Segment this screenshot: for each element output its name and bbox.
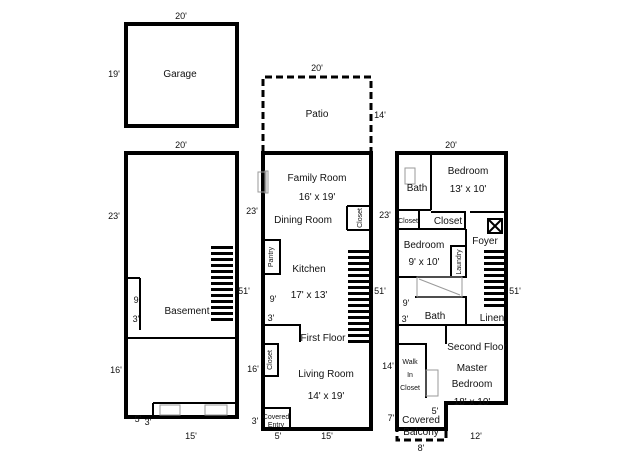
walk-in-closet-line3: Closet xyxy=(400,385,420,392)
bath-lower-bottom xyxy=(397,324,447,344)
bath-upper-label: Bath xyxy=(407,183,428,194)
fireplace-fixture xyxy=(257,171,267,193)
bath-lower-fixture-line xyxy=(418,278,461,296)
living-room-label: Living Room xyxy=(298,369,354,380)
closet-label: Closet xyxy=(434,216,463,227)
first-floor-left-dim-top: 23' xyxy=(246,206,258,216)
basement-label: Basement xyxy=(164,306,209,317)
basement-stairs xyxy=(211,246,233,321)
garage-width-dim: 20' xyxy=(175,11,187,21)
basement-bottom-dim-small-b: 3' xyxy=(145,417,152,427)
second-floor: Bath Bedroom 13' x 10' Closet Closet Foy… xyxy=(379,140,521,453)
basement-left-dim-bottom: 16' xyxy=(110,365,122,375)
second-floor-left-dim-balcony: 7' xyxy=(388,413,395,423)
closet-lower-box xyxy=(262,343,279,377)
linen-label: Linen xyxy=(480,313,504,324)
patio-depth-dim: 14' xyxy=(374,110,386,120)
bedroom-1-label: Bedroom xyxy=(448,166,489,177)
living-room-size: 14' x 19' xyxy=(308,391,345,402)
pantry-label: Pantry xyxy=(268,246,275,267)
basement-left-dim-top: 23' xyxy=(108,211,120,221)
first-floor-right-dim: 51' xyxy=(374,286,386,296)
basement-bottom-dim-small-a: 5' xyxy=(135,414,142,424)
bath-lower-label: Bath xyxy=(425,311,446,322)
first-floor-bottom-dim: 15' xyxy=(321,431,333,441)
master-bedroom-size: 18' x 10' xyxy=(454,397,491,408)
dining-room-label: Dining Room xyxy=(274,215,332,226)
pantry-box xyxy=(262,239,281,275)
second-floor-left-dim-small: 3' xyxy=(402,314,409,324)
covered-balcony-line2: Balcony xyxy=(403,427,439,438)
walk-in-closet-line2: In xyxy=(407,372,413,379)
first-floor-hall-wall xyxy=(263,324,301,342)
second-floor-stairs xyxy=(484,250,504,307)
second-floor-bottom-dim-small: 8' xyxy=(418,443,425,453)
kitchen-label: Kitchen xyxy=(292,264,325,275)
basement-walls xyxy=(124,151,239,419)
garage-depth-dim: 19' xyxy=(108,69,120,79)
basement: Basement 20' 23' 16' 51' 9' 3' 5' 3' 15' xyxy=(108,140,250,441)
first-floor-left-dim-mid: 9' xyxy=(270,294,277,304)
second-floor-left-dim-mid: 9' xyxy=(403,298,410,308)
closet-small-label: Closet xyxy=(398,218,418,225)
foyer-label: Foyer xyxy=(472,236,498,247)
basement-fixture-b xyxy=(204,404,228,416)
first-floor-left-dim-small: 3' xyxy=(268,313,275,323)
family-room-label: Family Room xyxy=(288,173,347,184)
basement-inner-dim-a: 9' xyxy=(134,295,141,305)
second-floor-left-dim-top: 23' xyxy=(379,210,391,220)
first-floor-left-dim-bottom: 16' xyxy=(247,364,259,374)
basement-fixture-a xyxy=(159,404,181,416)
covered-entry-wall xyxy=(263,407,291,429)
covered-entry-line1: Covered xyxy=(263,414,290,421)
garage: Garage 20' 19' xyxy=(108,11,239,128)
first-floor-walls xyxy=(261,151,373,431)
garage-walls xyxy=(124,22,239,128)
basement-right-dim: 51' xyxy=(238,286,250,296)
bath-upper-tub xyxy=(404,167,416,185)
patio-outline xyxy=(261,75,373,152)
covered-balcony-outline xyxy=(395,403,448,442)
first-floor-bottom-dim-small-b: 5' xyxy=(275,431,282,441)
basement-width-dim: 20' xyxy=(175,140,187,150)
second-floor-balcony-dim: 5' xyxy=(432,406,439,416)
master-bedroom-line2: Bedroom xyxy=(452,379,493,390)
foyer-box xyxy=(487,218,503,234)
first-floor-stairs xyxy=(348,250,370,343)
bath-lower-fixture xyxy=(416,276,463,298)
laundry-label: Laundry xyxy=(456,249,463,275)
master-bedroom-line1: Master xyxy=(457,363,488,374)
kitchen-size: 17' x 13' xyxy=(291,290,328,301)
walk-in-closet-fixture xyxy=(425,369,439,397)
first-floor-label: First Floor xyxy=(301,333,347,344)
bedroom-2-size: 9' x 10' xyxy=(408,257,439,268)
second-floor-width-dim: 20' xyxy=(445,140,457,150)
covered-balcony-line1: Covered xyxy=(402,415,440,426)
patio-label: Patio xyxy=(306,109,329,120)
second-floor-left-dim-bottom: 14' xyxy=(382,361,394,371)
closet-lower-label: Closet xyxy=(267,350,274,370)
closet-upper-label: Closet xyxy=(357,208,364,228)
fireplace-hearth xyxy=(264,170,269,194)
family-room-size: 16' x 19' xyxy=(299,192,336,203)
second-floor-label: Second Floor xyxy=(447,342,507,353)
covered-entry-line2: Entry xyxy=(268,422,285,429)
bedroom-2-label: Bedroom xyxy=(404,240,445,251)
closet-box xyxy=(431,211,466,230)
garage-label: Garage xyxy=(163,69,197,80)
first-floor-bottom-dim-small-a: 3' xyxy=(252,416,259,426)
walk-in-closet-line1: Walk xyxy=(402,359,418,366)
first-floor: Patio 20' 14' xyxy=(246,63,386,441)
second-floor-right-dim: 51' xyxy=(509,286,521,296)
patio-width-dim: 20' xyxy=(311,63,323,73)
basement-inner-dim-b: 3' xyxy=(133,314,140,324)
foyer-x-mark xyxy=(487,218,503,234)
bedroom-1-size: 13' x 10' xyxy=(450,184,487,195)
second-floor-bottom-dim: 12' xyxy=(470,431,482,441)
basement-bottom-dim: 15' xyxy=(185,431,197,441)
